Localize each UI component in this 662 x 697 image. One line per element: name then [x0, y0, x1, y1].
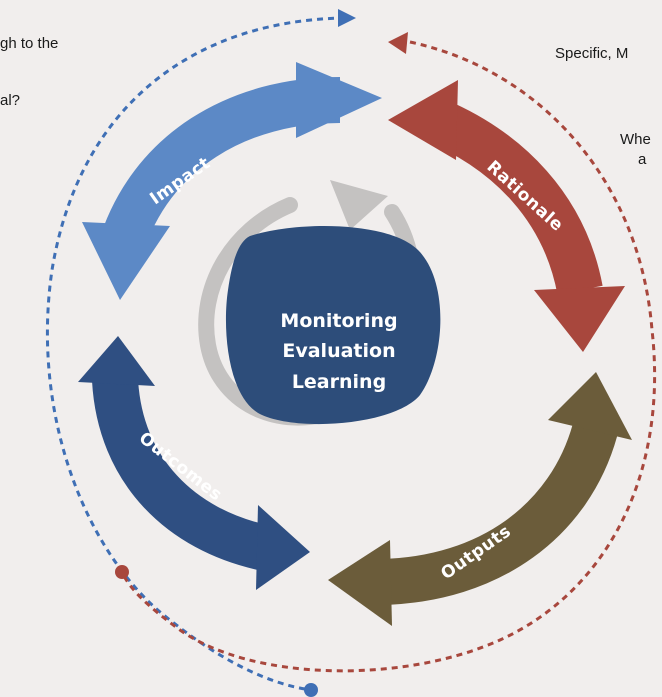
center-label-learning: Learning — [292, 371, 386, 393]
top-right-line-2: Whe — [620, 131, 651, 148]
top-right-criteria-text: Specific, M — [555, 6, 628, 82]
outer-ring-red-dashed — [120, 40, 657, 673]
outer-ring-red-dot — [115, 565, 129, 579]
cycle-arrow-outputs: Outputs — [328, 372, 632, 626]
center-label-evaluation: Evaluation — [282, 340, 395, 362]
top-right-a-text: a — [638, 112, 646, 188]
top-left-question: gh to the al? — [0, 0, 58, 129]
top-left-line-2: al? — [0, 92, 21, 109]
center-swirl-arrowhead — [330, 180, 388, 230]
outer-ring-blue-dashed — [45, 16, 346, 692]
top-right-when-text: Whe — [620, 92, 651, 168]
center-blob — [225, 225, 441, 425]
outer-ring-blue-arrowhead — [338, 9, 356, 27]
top-right-line-1: Specific, M — [555, 45, 629, 62]
top-right-line-3: a — [638, 151, 647, 168]
outer-ring-red-arrowhead — [388, 32, 408, 54]
outer-ring-blue-dot — [304, 683, 318, 697]
top-left-line-1: gh to the — [0, 35, 59, 52]
center-label-monitoring: Monitoring — [280, 310, 397, 332]
